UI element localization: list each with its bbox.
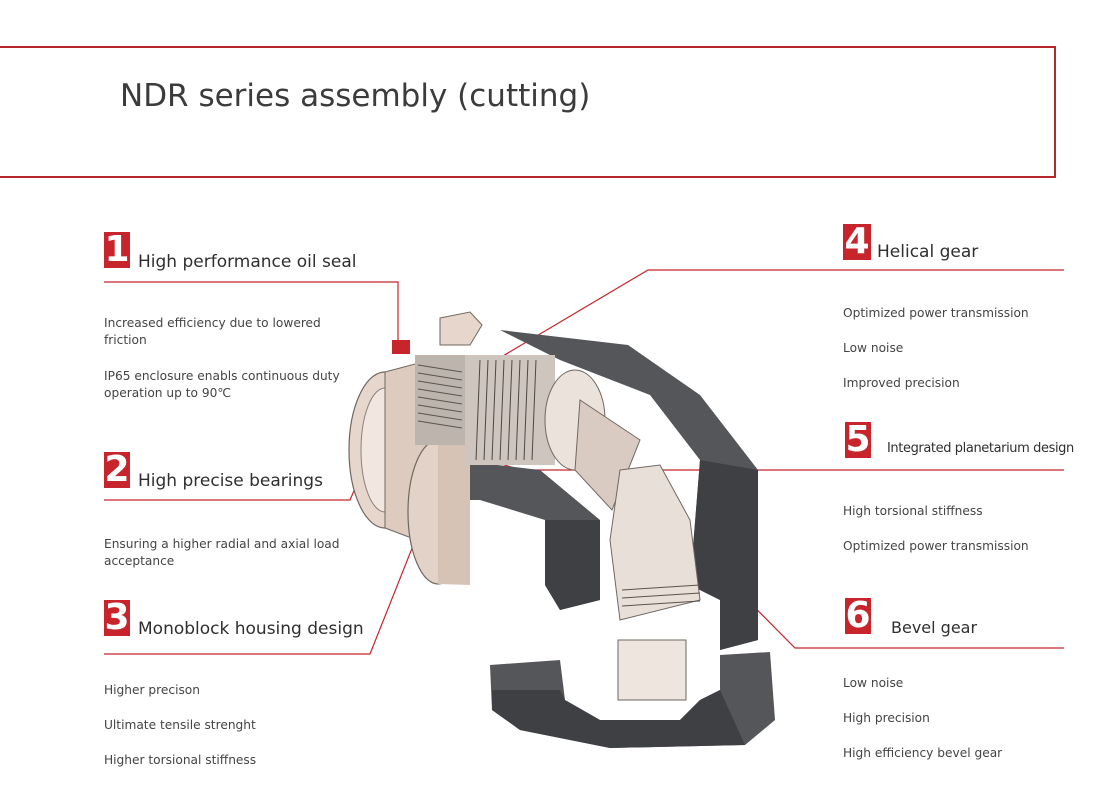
feature-2-point-1: Ensuring a higher radial and axial load [104, 537, 340, 551]
feature-6-point-3: High efficiency bevel gear [843, 746, 1003, 760]
feature-5-point-1: High torsional stiffness [843, 504, 983, 518]
bevel-gear [574, 399, 701, 701]
feature-6-point-1: Low noise [843, 676, 904, 690]
feature-5-title: Integrated planetarium design [887, 441, 1074, 456]
feature-3-point-2: Ultimate tensile strenght [104, 718, 256, 732]
feature-2-title: High precise bearings [138, 471, 323, 491]
feature-1-number: 1 [104, 229, 130, 270]
feature-6-point-2: High precision [843, 711, 930, 725]
feature-5-number: 5 [845, 419, 871, 460]
feature-2-point-2: acceptance [104, 554, 175, 568]
feature-3-number: 3 [104, 597, 130, 638]
feature-1-point-3: IP65 enclosure enabls continuous duty [104, 369, 340, 383]
oil-seal-ring [392, 340, 410, 354]
feature-3-point-3: Higher torsional stiffness [104, 753, 257, 767]
feature-1-point-1: Increased efficiency due to lowered [104, 316, 321, 330]
feature-5-point-2: Optimized power transmission [843, 539, 1029, 553]
feature-1-title: High performance oil seal [138, 252, 357, 272]
feature-1-point-4: operation up to 90℃ [104, 386, 232, 400]
feature-3-point-1: Higher precison [104, 683, 200, 697]
feature-4-title: Helical gear [877, 242, 979, 262]
feature-1-point-2: friction [104, 333, 147, 347]
feature-3-title: Monoblock housing design [138, 619, 364, 639]
feature-2-number: 2 [104, 449, 130, 490]
feature-4-number: 4 [843, 221, 871, 262]
feature-4-point-2: Low noise [843, 341, 904, 355]
page-title: NDR series assembly (cutting) [120, 78, 591, 114]
title-banner [0, 46, 1056, 178]
feature-6-title: Bevel gear [891, 618, 978, 637]
leader-line-3 [104, 497, 433, 655]
feature-4-point-3: Improved precision [843, 376, 960, 390]
feature-4-point-1: Optimized power transmission [843, 306, 1029, 320]
leader-line-1 [104, 281, 399, 350]
feature-6-number: 6 [845, 595, 871, 636]
